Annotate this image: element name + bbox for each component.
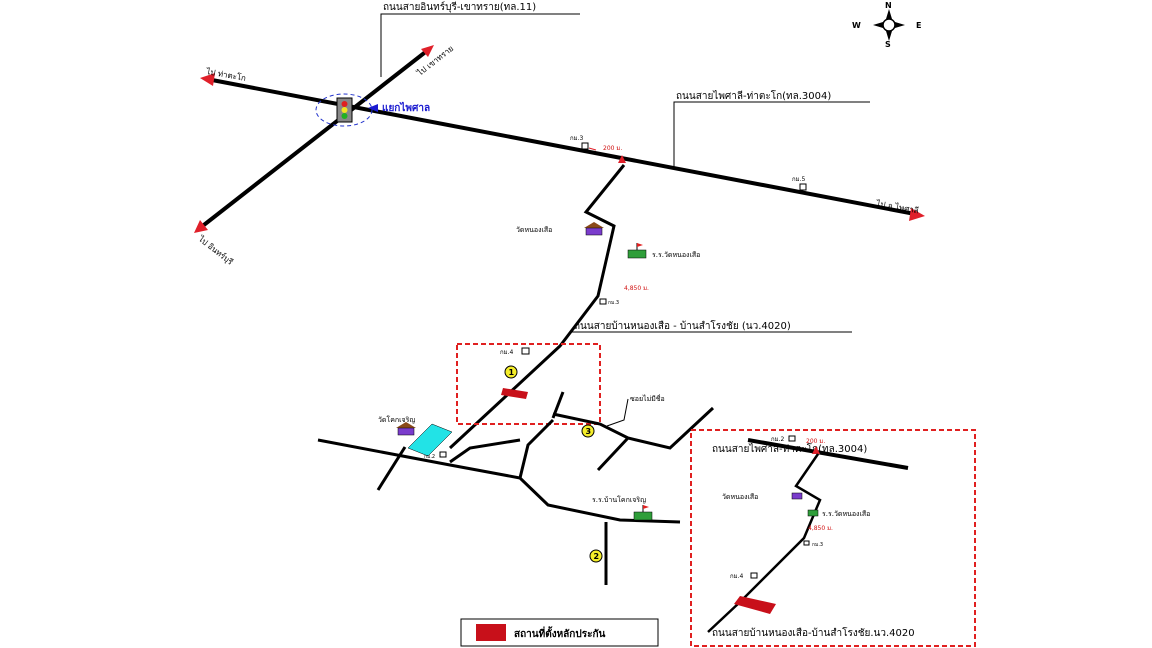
- compass-north: N: [885, 1, 892, 10]
- collateral-site-marker: [501, 388, 528, 399]
- compass-rose: N S W E: [852, 1, 921, 49]
- km-post-icon: [521, 347, 530, 355]
- direction-inburi: ไป อินทร์บุรี: [196, 233, 236, 267]
- turn-marker-icon: [618, 155, 626, 163]
- km-post-icon: [788, 435, 796, 442]
- inset-km2: กม.2: [771, 436, 784, 443]
- svg-text:กม.3: กม.3: [608, 300, 619, 306]
- compass-east: E: [916, 21, 921, 30]
- compass-west: W: [852, 21, 861, 30]
- junction-paisal: แยกไพศาล: [315, 93, 430, 127]
- soi-leader: [606, 398, 629, 427]
- legend: สถานที่ตั้งหลักประกัน: [460, 618, 659, 647]
- km-post-icon: [750, 572, 758, 579]
- compass-south: S: [885, 40, 891, 49]
- school-icon: [633, 505, 653, 521]
- village-roads: [317, 391, 715, 585]
- marker-3: [581, 424, 595, 438]
- school-khokchareon-label: ร.ร.บ้านโคกเจริญ: [592, 495, 646, 504]
- direction-paisali: ไป อ.ไพศาลี: [875, 199, 920, 215]
- cyan-plot-block: [407, 423, 453, 457]
- highlight-box-site: [456, 343, 601, 425]
- route4020-label: ถนนสายบ้านหนองเสือ - บ้านสำโรงชัย (นว.40…: [574, 319, 791, 332]
- temple-icon: [396, 422, 416, 436]
- route3004-leader: [673, 101, 870, 170]
- km-post-icon: [581, 142, 589, 150]
- road-3004: [200, 73, 925, 221]
- temple-icon: [791, 492, 803, 500]
- km2-label: กม.2: [424, 454, 435, 460]
- route11-label: ถนนสายอินทร์บุรี-เขาทราย(ทล.11): [383, 1, 536, 13]
- soi-label: ซอยไม่มีชื่อ: [630, 394, 665, 403]
- road-11: [194, 45, 434, 233]
- junction-label: แยกไพศาล: [382, 101, 430, 114]
- inset-km3: กม.3: [812, 542, 823, 548]
- inset-road-top: ถนนสายไพศาลี-ท่าตะโก(ทล.3004): [712, 442, 867, 455]
- inset-km4: กม.4: [730, 573, 743, 580]
- km-post-3: กม.3: [599, 298, 619, 306]
- wat-khokchareon-label: วัดโคกเจริญ: [378, 415, 415, 424]
- marker-1: [504, 365, 518, 379]
- distance-200: 200 ม.: [603, 145, 622, 152]
- road-4020: [448, 164, 626, 450]
- inset-d4850: 4,850 ม.: [808, 525, 833, 532]
- marker-2-label: 2: [594, 552, 600, 561]
- school-icon: [627, 243, 647, 259]
- inset-road-bottom: ถนนสายบ้านหนองเสือ-บ้านสำโรงชัย.นว.4020: [712, 626, 915, 639]
- route11-leader: [380, 13, 580, 77]
- marker-1-label: 1: [509, 368, 515, 377]
- legend-swatch-site: [476, 624, 506, 641]
- collateral-site-marker: [734, 596, 776, 614]
- svg-text:กม.5: กม.5: [792, 176, 805, 183]
- inset-detail-map: ถนนสายไพศาลี-ท่าตะโก(ทล.3004) กม.2 200 ม…: [690, 429, 976, 647]
- legend-label: สถานที่ตั้งหลักประกัน: [514, 626, 605, 640]
- inset-d200: 200 ม.: [806, 438, 825, 445]
- temple-icon: [584, 222, 604, 236]
- svg-text:กม.3: กม.3: [570, 135, 583, 142]
- school-icon: [807, 509, 819, 517]
- km-post-icon: [439, 451, 447, 458]
- km-post-main: กม.3: [570, 135, 597, 151]
- km4-label: กม.4: [500, 349, 513, 356]
- marker-3-label: 3: [586, 427, 592, 436]
- km-post-icon: [803, 540, 810, 546]
- km-post-icon: [599, 298, 607, 305]
- inset-school: ร.ร.วัดหนองเสือ: [822, 510, 870, 518]
- wat-nongsuea-label: วัดหนองเสือ: [516, 226, 552, 234]
- route3004-label: ถนนสายไพศาลี-ท่าตะโก(ทล.3004): [676, 89, 831, 102]
- inset-wat: วัดหนองเสือ: [722, 493, 758, 501]
- marker-2: [589, 549, 603, 563]
- km-post-east: กม.5: [792, 176, 807, 191]
- distance-4850: 4,850 ม.: [624, 285, 649, 292]
- direction-khaosai: ไป เขาทราย: [415, 44, 455, 78]
- km-post-icon: [799, 183, 807, 191]
- school-nongsuea-label: ร.ร.วัดหนองเสือ: [652, 251, 700, 259]
